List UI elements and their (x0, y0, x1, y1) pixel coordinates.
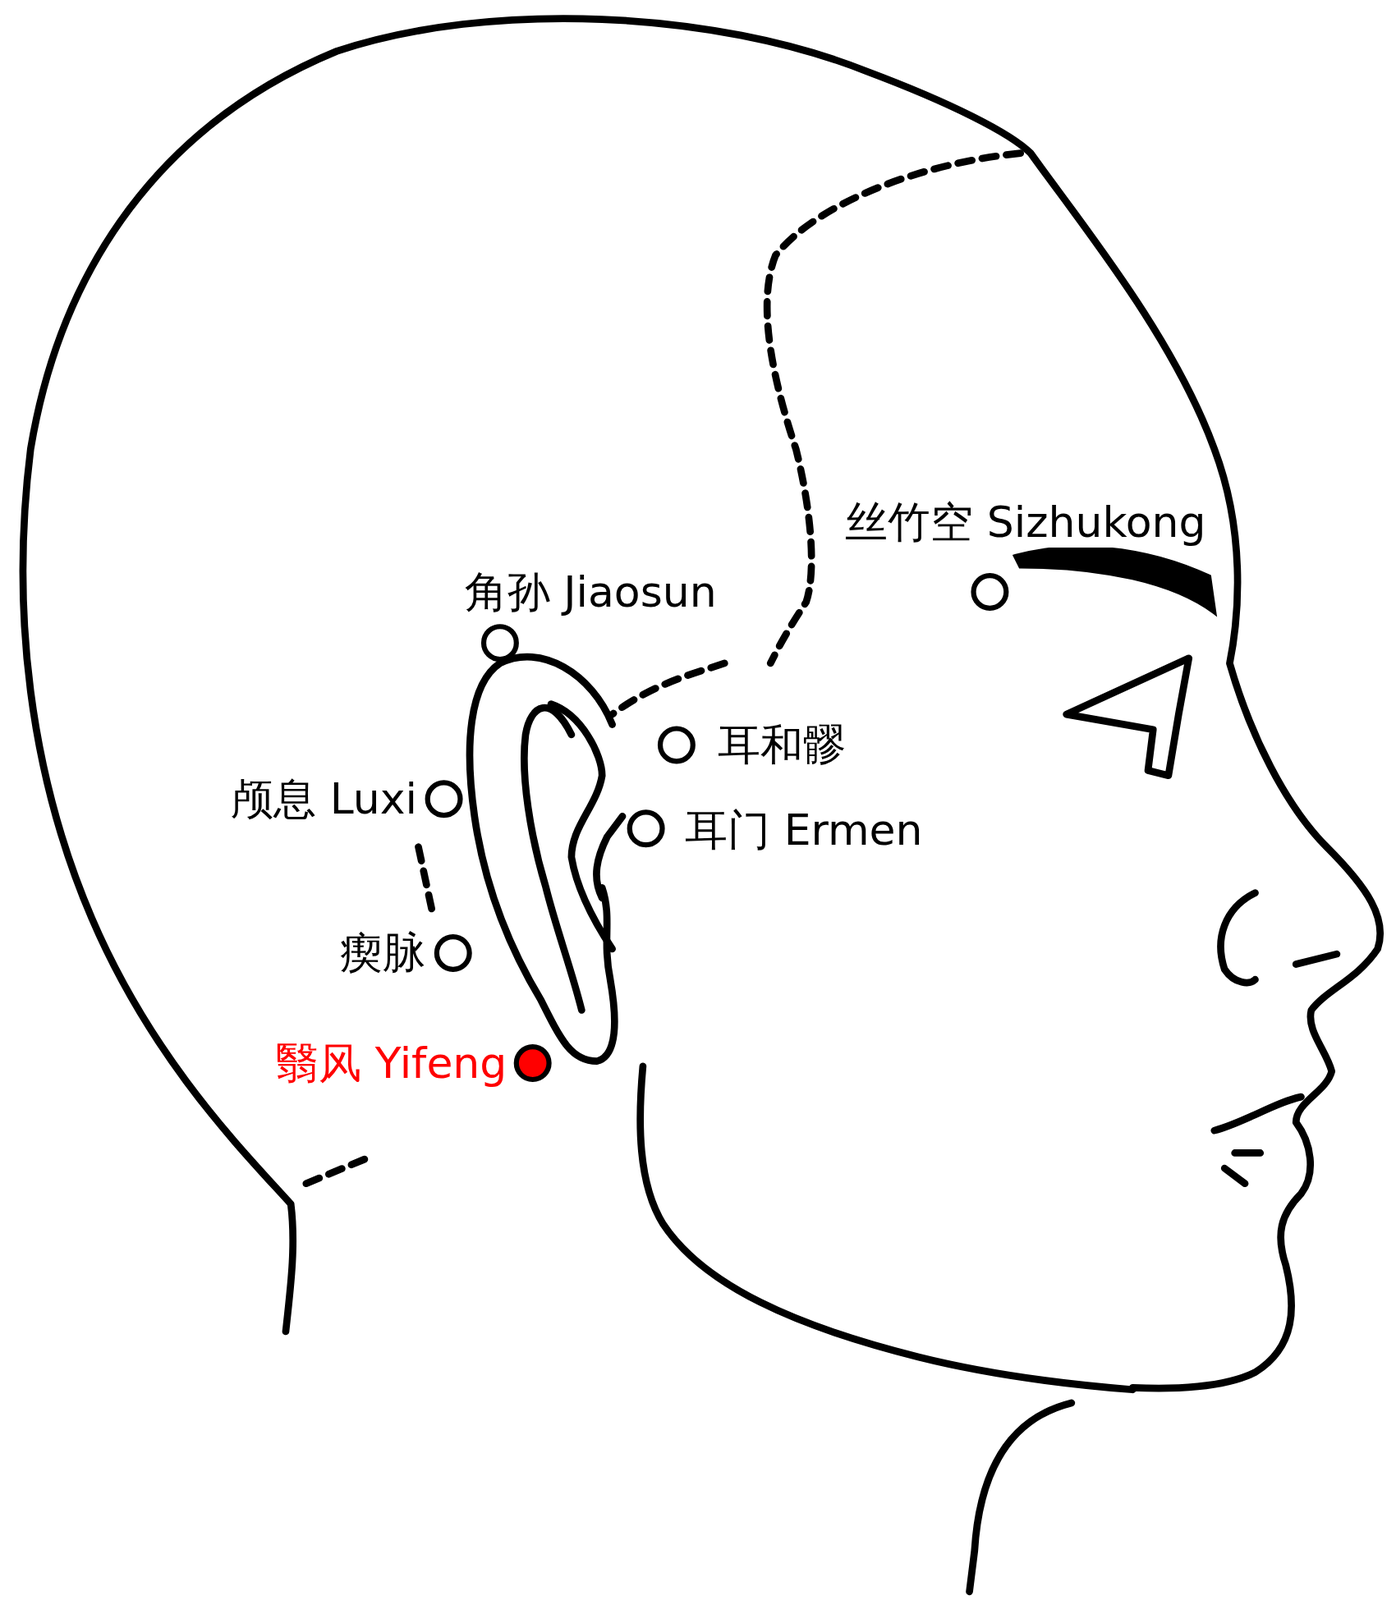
acupoint-label: 颅息 Luxi (227, 773, 421, 825)
nostril (1221, 893, 1256, 983)
acupoint-marker-highlight (516, 1047, 550, 1080)
acupoint-marker (629, 812, 663, 845)
head-outline (22, 18, 1381, 1390)
ear-helix (469, 656, 615, 1061)
acupoint-label: 丝竹空 Sizhukong (841, 496, 1209, 548)
mouth (1214, 1097, 1302, 1185)
acupoint-marker (483, 626, 517, 660)
acupoint-label: 角孙 Jiaosun (461, 566, 721, 618)
jaw-line (640, 1066, 1134, 1391)
hairline (766, 153, 1021, 664)
neck-hair-dashes (306, 1158, 368, 1185)
acupoint-marker (436, 936, 470, 970)
eyebrow (1014, 547, 1214, 613)
acupoint-label: 耳和髎 (714, 719, 850, 771)
ear-tragus (596, 816, 623, 898)
acupoint-marker (973, 575, 1007, 609)
nose-hole (1295, 954, 1337, 965)
acupoint-marker (427, 782, 461, 816)
ear-antihelix (551, 704, 613, 950)
sideburn (612, 663, 726, 715)
neck-line (969, 1403, 1072, 1593)
eye (1066, 658, 1190, 777)
acupoint-marker (660, 729, 694, 763)
acupoint-label: 耳门 Ermen (681, 804, 926, 856)
acupoint-label: 翳风 Yifeng (272, 1037, 510, 1089)
acupoint-label: 瘈脉 (336, 927, 429, 979)
behind-ear-hair (418, 847, 435, 919)
